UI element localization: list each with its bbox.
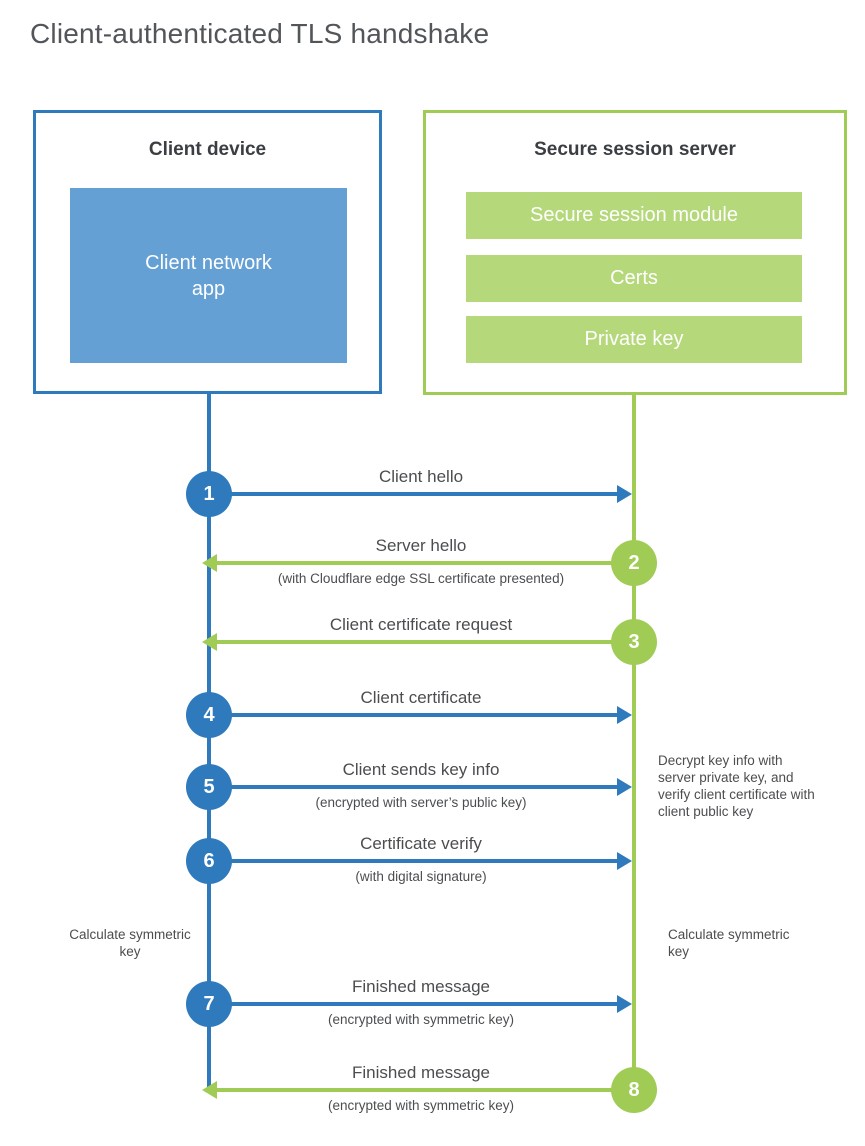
server-private-key-bar: Private key (466, 316, 802, 363)
step-circle-1: 1 (186, 471, 232, 517)
client-lifeline (207, 392, 211, 1092)
step-sublabel-6: (with digital signature) (355, 869, 487, 884)
server-module-bar: Secure session module (466, 192, 802, 239)
secure-session-server-title: Secure session server (534, 139, 736, 160)
calculate-symmetric-key-left-note: Calculate symmetric key (69, 927, 191, 959)
step-arrow-shaft-2 (217, 561, 634, 565)
step-label-6: Certificate verify (360, 834, 482, 853)
secure-session-server-box: Secure session server Secure session mod… (423, 110, 847, 395)
step-label-7: Finished message (352, 977, 490, 996)
client-network-app-box: Client network app (70, 188, 347, 363)
step-label-4: Client certificate (360, 688, 482, 707)
step-sublabel-2: (with Cloudflare edge SSL certificate pr… (277, 571, 565, 586)
client-device-box: Client device Client network app (33, 110, 382, 394)
step-circle-7: 7 (186, 981, 232, 1027)
step-arrow-head-4 (617, 706, 632, 724)
calculate-symmetric-key-right-note: Calculate symmetric key (668, 927, 790, 959)
step-arrow-shaft-1 (209, 492, 617, 496)
step-label-3: Client certificate request (329, 615, 513, 634)
decrypt-note: Decrypt key info with server private key… (658, 753, 815, 819)
step-arrow-head-7 (617, 995, 632, 1013)
step-label-1: Client hello (378, 467, 464, 486)
step-circle-5: 5 (186, 764, 232, 810)
step-circle-6: 6 (186, 838, 232, 884)
step-arrow-shaft-8 (217, 1088, 634, 1092)
step-arrow-shaft-5 (209, 785, 617, 789)
step-arrow-head-1 (617, 485, 632, 503)
step-arrow-head-2 (202, 554, 217, 572)
step-sublabel-7: (encrypted with symmetric key) (327, 1012, 515, 1027)
step-circle-3: 3 (611, 619, 657, 665)
step-arrow-shaft-7 (209, 1002, 617, 1006)
step-arrow-shaft-6 (209, 859, 617, 863)
step-label-5: Client sends key info (342, 760, 500, 779)
step-circle-8: 8 (611, 1067, 657, 1113)
step-arrow-head-5 (617, 778, 632, 796)
step-arrow-head-3 (202, 633, 217, 651)
server-lifeline (632, 393, 636, 1092)
step-arrow-shaft-3 (217, 640, 634, 644)
step-label-8: Finished message (352, 1063, 490, 1082)
server-certs-bar: Certs (466, 255, 802, 302)
step-sublabel-5: (encrypted with server’s public key) (315, 795, 527, 810)
step-arrow-head-8 (202, 1081, 217, 1099)
step-arrow-shaft-4 (209, 713, 617, 717)
step-arrow-head-6 (617, 852, 632, 870)
page-title: Client-authenticated TLS handshake (30, 18, 490, 49)
step-circle-4: 4 (186, 692, 232, 738)
step-label-2: Server hello (375, 536, 467, 555)
step-sublabel-8: (encrypted with symmetric key) (327, 1098, 515, 1113)
step-circle-2: 2 (611, 540, 657, 586)
client-device-title: Client device (148, 139, 267, 160)
client-network-app-label: Client network app (145, 251, 272, 300)
